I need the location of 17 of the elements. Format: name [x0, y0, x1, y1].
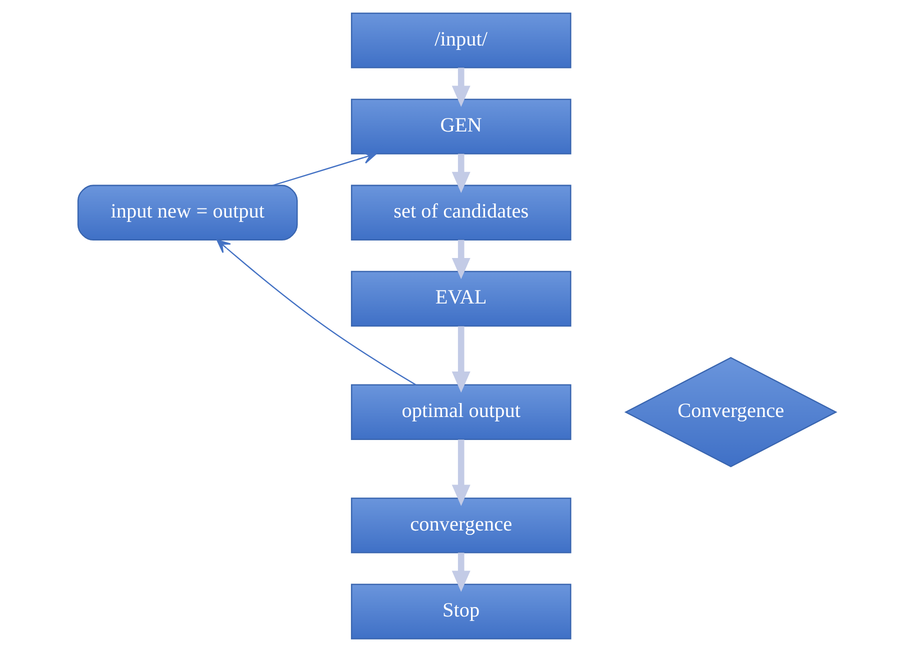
arrow — [451, 552, 470, 592]
node-box: convergence — [350, 498, 571, 554]
arrow — [451, 240, 470, 280]
node-box: EVAL — [350, 270, 571, 327]
arrow — [451, 440, 470, 506]
arrow — [272, 151, 376, 186]
arrow — [216, 239, 416, 386]
node-diamond: Convergence — [624, 356, 837, 468]
arrow — [451, 154, 470, 194]
node-box: optimal output — [350, 384, 571, 440]
node-box: set of candidates — [350, 184, 571, 241]
node-box: Stop — [350, 584, 571, 640]
arrow — [451, 326, 470, 393]
node-box: input new = output — [76, 184, 298, 241]
node-box: GEN — [350, 98, 571, 154]
arrow — [451, 68, 470, 107]
node-box: /input/ — [350, 12, 571, 68]
